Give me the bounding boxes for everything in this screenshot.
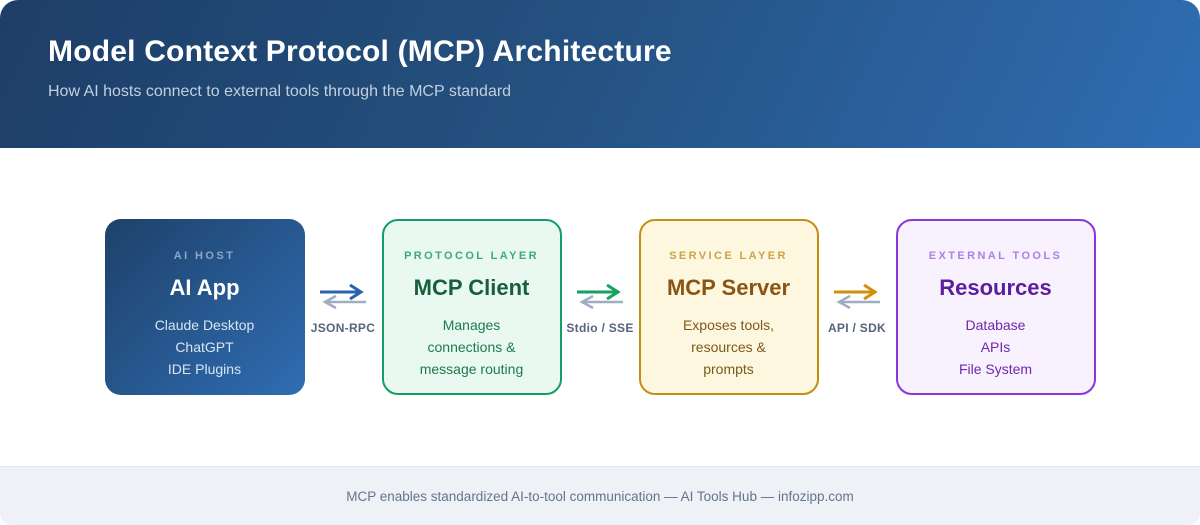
- card-item: Database: [965, 317, 1026, 333]
- card-description-line: Exposes tools,: [682, 317, 775, 333]
- card-eyebrow-label: EXTERNAL TOOLS: [928, 250, 1063, 262]
- card-description-line: connections &: [427, 339, 516, 355]
- connector-label: API / SDK: [827, 320, 887, 335]
- footer-text: MCP enables standardized AI-to-tool comm…: [346, 488, 854, 504]
- bidirectional-arrow-icon: [834, 283, 880, 309]
- card-description-line: Manages: [442, 317, 501, 333]
- card-eyebrow-label: SERVICE LAYER: [669, 250, 788, 262]
- bidirectional-arrow-icon: [320, 283, 366, 309]
- bidirectional-arrow-icon: [577, 283, 623, 309]
- card-protocol-layer: PROTOCOL LAYER MCP Client Manages connec…: [381, 219, 562, 395]
- footer: MCP enables standardized AI-to-tool comm…: [0, 466, 1200, 525]
- card-title: Resources: [939, 275, 1052, 300]
- card-item: ChatGPT: [175, 339, 234, 355]
- card-item: File System: [958, 361, 1033, 377]
- connector-label: Stdio / SSE: [566, 320, 634, 335]
- card-item: IDE Plugins: [167, 361, 242, 377]
- card-eyebrow-label: PROTOCOL LAYER: [404, 250, 539, 262]
- card-items: Claude Desktop ChatGPT IDE Plugins: [105, 314, 305, 380]
- card-title: MCP Server: [666, 275, 791, 300]
- card-title: AI App: [169, 275, 240, 300]
- card-item: APIs: [980, 339, 1011, 355]
- card-description: Manages connections & message routing: [384, 314, 560, 380]
- header: Model Context Protocol (MCP) Architectur…: [0, 0, 1200, 148]
- page-title: Model Context Protocol (MCP) Architectur…: [48, 35, 672, 68]
- card-ai-host: AI HOST AI App Claude Desktop ChatGPT ID…: [104, 219, 305, 395]
- card-title: MCP Client: [413, 275, 530, 300]
- card-description-line: prompts: [703, 361, 754, 377]
- card-item: Claude Desktop: [154, 317, 255, 333]
- card-service-layer: SERVICE LAYER MCP Server Exposes tools, …: [638, 219, 819, 395]
- card-description-line: message routing: [419, 361, 524, 377]
- page-subtitle: How AI hosts connect to external tools t…: [48, 83, 512, 100]
- connector-json-rpc: JSON-RPC: [305, 283, 382, 335]
- card-description-line: resources &: [691, 339, 766, 355]
- card-items: Database APIs File System: [898, 314, 1094, 380]
- connector-label: JSON-RPC: [310, 320, 376, 335]
- card-eyebrow-label: AI HOST: [173, 250, 236, 262]
- connector-stdio-sse: Stdio / SSE: [562, 283, 639, 335]
- architecture-diagram: AI HOST AI App Claude Desktop ChatGPT ID…: [0, 148, 1200, 466]
- card-description: Exposes tools, resources & prompts: [641, 314, 817, 380]
- card-external-tools: EXTERNAL TOOLS Resources Database APIs F…: [895, 219, 1096, 395]
- connector-api-sdk: API / SDK: [819, 283, 896, 335]
